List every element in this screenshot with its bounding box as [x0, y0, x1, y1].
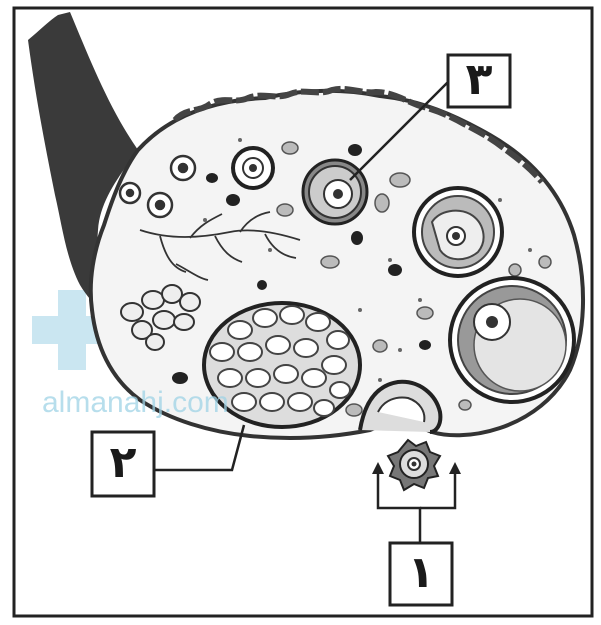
label-box-3: ٣ [448, 54, 510, 107]
graafian-follicle [450, 278, 574, 402]
watermark-text: almanahj.com [42, 386, 229, 419]
label-1-text: ١ [408, 547, 435, 598]
label-2-text: ٢ [110, 437, 137, 488]
ovum [388, 440, 440, 490]
tertiary-follicle [414, 188, 502, 276]
label-box-2: ٢ [92, 432, 154, 496]
label-box-1: ١ [390, 543, 452, 605]
secondary-follicle [303, 160, 367, 224]
label-3-text: ٣ [466, 54, 493, 105]
primary-follicle [233, 148, 273, 188]
